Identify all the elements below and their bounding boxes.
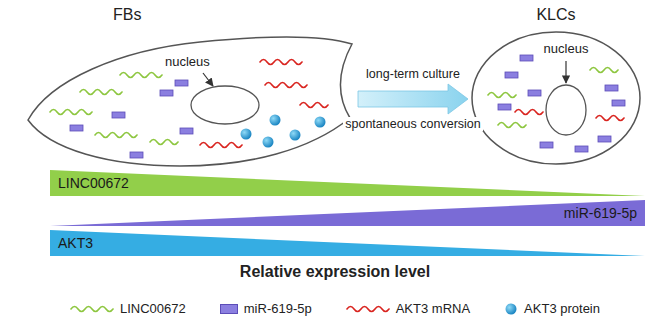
mirna-mark xyxy=(612,100,625,106)
mirna-mark xyxy=(505,72,518,78)
mirna-mark xyxy=(528,90,541,96)
nucleus-label: nucleus xyxy=(165,55,210,70)
axis-title: Relative expression level xyxy=(240,263,430,281)
cell-membrane xyxy=(28,37,352,166)
legend-text: LINC00672 xyxy=(120,302,186,317)
keratinocyte-like-cell: KLCsnucleus xyxy=(472,32,640,164)
protein-dot xyxy=(241,129,252,140)
rna-strand xyxy=(596,116,624,121)
rna-strand xyxy=(488,93,516,98)
nucleus-shape xyxy=(546,85,586,135)
nucleus-shape xyxy=(191,86,259,124)
rna-strand xyxy=(498,123,526,128)
rna-strand xyxy=(95,133,137,138)
transition-arrow xyxy=(358,84,468,114)
wedge-fill xyxy=(50,200,645,226)
legend-text: AKT3 mRNA xyxy=(396,302,470,317)
wedge-label: AKT3 xyxy=(58,230,93,256)
nucleus-label: nucleus xyxy=(544,42,589,57)
wedge-fill xyxy=(50,170,645,196)
legend: LINC00672 miR-619-5p AKT3 mRNA AKT3 protein xyxy=(0,298,670,320)
rna-strand xyxy=(200,143,242,148)
protein-dot-sample xyxy=(506,304,517,315)
mirna-mark xyxy=(498,104,511,110)
cell-heading: FBs xyxy=(113,6,141,24)
rna-strand xyxy=(300,103,328,108)
rna-strand xyxy=(515,110,543,115)
process-label: spontaneous conversion xyxy=(343,117,483,131)
mirna-mark xyxy=(130,152,143,158)
protein-dot xyxy=(263,137,274,148)
rna-strand xyxy=(150,140,178,145)
rna-strand-sample xyxy=(71,307,113,312)
leader-line xyxy=(203,73,213,86)
legend-text: miR-619-5p xyxy=(244,302,312,317)
mirna-mark xyxy=(575,146,588,152)
rna-strand-sample xyxy=(347,307,389,312)
wedge-shape xyxy=(50,200,645,226)
mirna-mark xyxy=(112,112,125,118)
mirna-mark xyxy=(160,90,173,96)
mirna-mark xyxy=(598,136,611,142)
legend-sample xyxy=(504,302,518,316)
cell-heading: KLCs xyxy=(536,6,575,24)
legend-item: miR-619-5p xyxy=(220,302,312,317)
wedge-fill xyxy=(50,230,645,256)
mirna-mark xyxy=(70,125,83,131)
legend-text: AKT3 protein xyxy=(524,302,600,317)
wedge-shape xyxy=(50,230,645,256)
expression-wedge: AKT3 xyxy=(50,230,645,256)
legend-item: AKT3 protein xyxy=(504,302,600,317)
protein-dot xyxy=(290,130,301,141)
leader-line xyxy=(565,61,566,83)
legend-swatch xyxy=(220,304,238,314)
rna-strand xyxy=(265,83,307,88)
expression-wedge: miR-619-5p xyxy=(50,200,645,226)
edge-label: long-term culture xyxy=(364,67,462,81)
legend-sample xyxy=(346,302,390,316)
mirna-mark xyxy=(540,142,553,148)
molecule-group xyxy=(50,55,625,158)
legend-item: AKT3 mRNA xyxy=(346,302,470,317)
rna-strand xyxy=(80,90,122,95)
mirna-mark xyxy=(605,85,618,91)
fibroblast-cell: FBsnucleus xyxy=(28,34,354,168)
protein-dot xyxy=(315,117,326,128)
rna-strand xyxy=(590,68,618,73)
wedge-label: LINC00672 xyxy=(58,170,129,196)
legend-sample xyxy=(70,302,114,316)
expression-wedge: LINC00672 xyxy=(50,170,645,196)
cell-membrane xyxy=(472,32,640,164)
rna-strand xyxy=(120,73,162,78)
rna-strand xyxy=(50,110,92,115)
mirna-mark xyxy=(180,128,193,134)
legend-item: LINC00672 xyxy=(70,302,186,317)
rna-strand xyxy=(260,60,302,65)
wedge-label: miR-619-5p xyxy=(564,200,637,226)
wedge-shape xyxy=(50,170,645,196)
mirna-mark xyxy=(175,80,188,86)
mirna-mark xyxy=(520,55,533,61)
protein-dot xyxy=(270,115,281,126)
